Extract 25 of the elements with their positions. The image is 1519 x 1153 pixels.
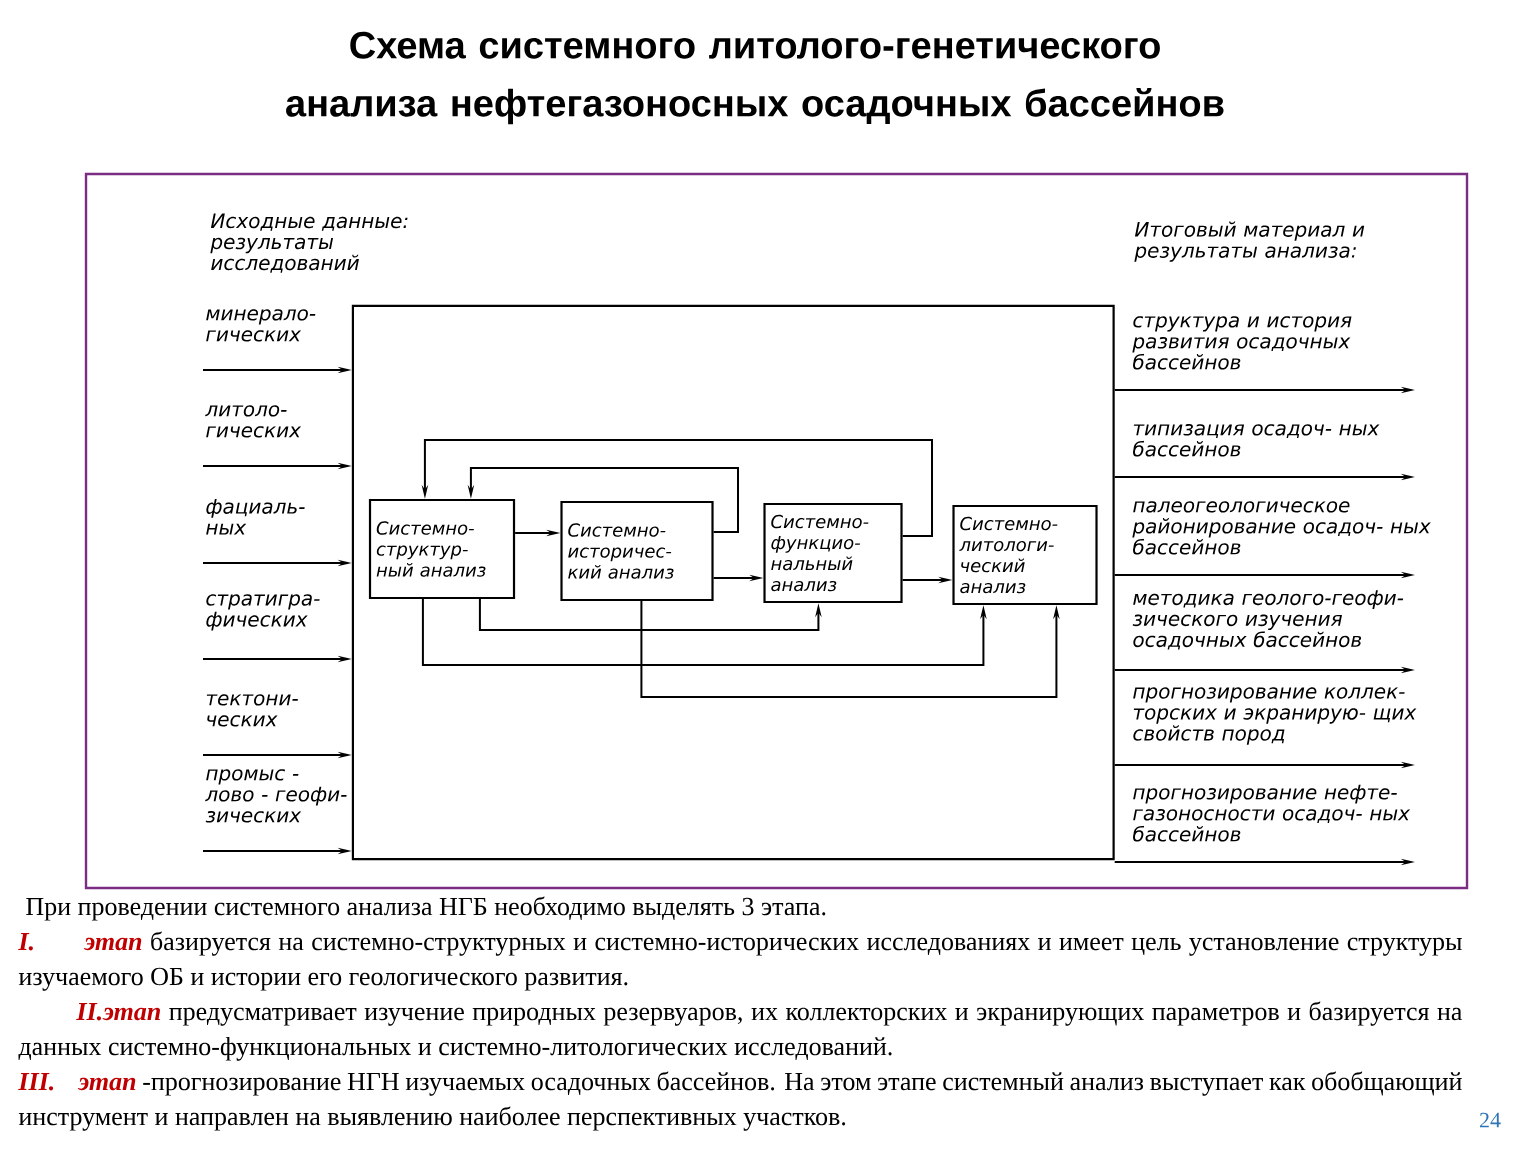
edge-label: минерало- гических [206,309,316,342]
process-box: Системно- функцио- нальный анализ [763,502,903,604]
paragraph: I. этап базируется на системно-структурных и системно-исторических исследованиях и имеет цель установление структуры изучаемого ОБ и истории его геологического развития. [18,931,1462,991]
paragraph: III. этап -прогнозирование НГН изучаемых осадочных бассейнов. На этом этапе системный анализ выступает как обобщающий инструмент и направлен на выявлению наиболее перспективных участков. [18,1071,1462,1131]
edge-label: фациаль- ных [206,499,305,535]
edge-label: палеогеологическое районирование осадоч- ных бассейнов [1132,501,1431,555]
edge-label: методика геолого-геофи- зического изучения осадочных бассейнов [1132,590,1404,650]
edge-label: промыс - лово - геофи- зических [205,769,347,823]
heading: Итоговый материал и результаты анализа: [1134,221,1365,262]
enclosing-box [351,304,1115,861]
title: Схема системного литолого-генетического анализа нефтегазоносных осадочных бассейнов [286,31,1224,125]
paragraph: II.этап предусматривает изучение природных резервуаров, их коллекторских и экранирующих параметров и базируется на данных системно-функциональных и системно-литологических исследований. [18,1001,1463,1061]
process-box: Системно- литологи- ческий анализ [952,504,1098,606]
edge-label: структура и история развития осадочных бассейнов [1132,316,1352,370]
edge-label: прогнозирование коллек- торских и экранирую- щих свойств пород [1133,687,1417,745]
edge-label: типизация осадоч- ных бассейнов [1133,424,1380,457]
heading: Исходные данные: результаты исследований [210,213,408,273]
edge-label: прогнозирование нефте- газоносности осадоч- ных бассейнов [1133,784,1411,842]
edge-label: стратигра- фических [206,594,320,631]
process-box: Системно- историчес- кий анализ [560,500,714,602]
edge-label: литоло- гических [205,405,302,438]
page-number: 24 [1480,1112,1501,1128]
paragraph: При проведении системного анализа НГБ необходимо выделять 3 этапа. [26,896,826,921]
process-box: Системно- структур- ный анализ [368,498,516,600]
edge-label: тектони- ческих [206,694,298,727]
